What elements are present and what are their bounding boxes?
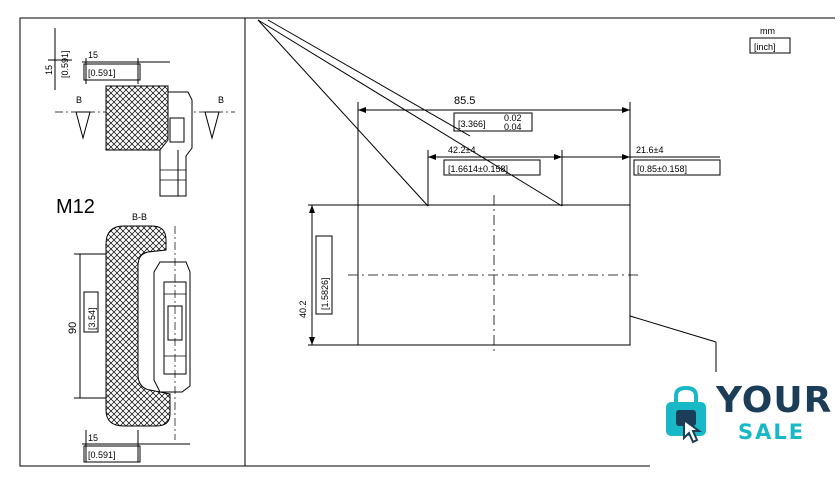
thread-label: M12 <box>56 196 95 218</box>
front-width-mm: 15 <box>88 433 98 443</box>
cutout-drawing: 85.5 [3.366] 0.02 0.04 42.2±4 [1.6614±0.… <box>298 95 721 352</box>
front-width-inch: [0.591] <box>88 450 116 460</box>
cutout-overall-inch: [3.366] <box>458 119 486 129</box>
side-height-mm: 15 <box>44 65 54 75</box>
logo-word-your: YOUR <box>716 380 833 421</box>
cutout-overall-tol-top: 0.02 <box>504 113 522 123</box>
hole-spacing-inch: [1.6614±0.158] <box>448 164 508 174</box>
cutout-height-inch: [1.5826] <box>320 277 330 310</box>
logo-word-sale: SALE <box>738 420 806 444</box>
cutout-overall-mm: 85.5 <box>454 95 475 107</box>
side-width-inch: [0.591] <box>88 68 116 78</box>
left-panel-frame <box>19 17 835 467</box>
edge-offset-inch: [0.85±0.158] <box>637 164 687 174</box>
front-height-mm: 90 <box>67 322 79 334</box>
front-height-inch: [3.54] <box>87 307 97 330</box>
yoursale-logo: YOUR SALE <box>652 372 831 468</box>
side-height-inch: [0.591] <box>60 50 70 78</box>
front-view: B-B 90 [3.54] 15 [0.591] <box>67 212 191 463</box>
section-mark-right: B <box>218 95 224 105</box>
section-mark-left: B <box>76 95 82 105</box>
units-mm: mm <box>760 26 775 36</box>
cutout-height-mm: 40.2 <box>298 300 308 318</box>
side-view: 15 [0.591] 15 [0.591] B B <box>44 28 235 197</box>
hole-spacing-mm: 42.2±4 <box>448 145 475 155</box>
cutout-overall-tol-bot: 0.04 <box>504 122 522 132</box>
leader-lines <box>257 19 717 372</box>
shopping-bag-icon <box>666 386 706 444</box>
units-inch: [inch] <box>754 42 776 52</box>
side-width-mm: 15 <box>88 50 98 60</box>
section-label: B-B <box>132 212 147 222</box>
edge-offset-mm: 21.6±4 <box>636 145 663 155</box>
